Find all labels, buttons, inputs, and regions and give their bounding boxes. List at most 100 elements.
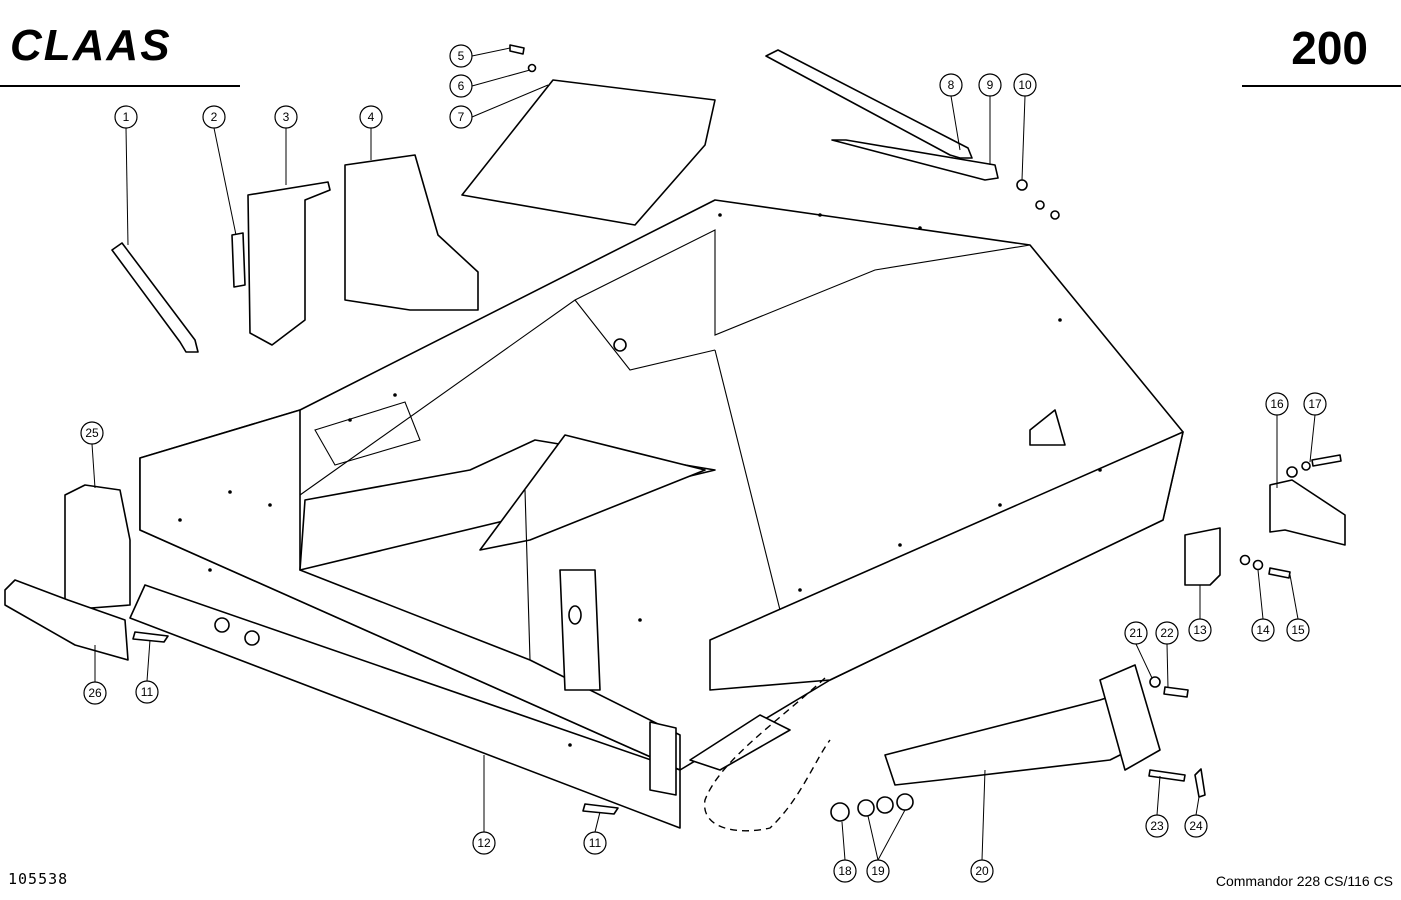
callout-6: 6 (449, 74, 473, 98)
part-9-strut (831, 139, 999, 181)
keyhole-slot (613, 338, 627, 352)
part-19-nut (896, 793, 914, 811)
callout-19: 19 (866, 859, 890, 883)
part-15-bolt (1268, 567, 1291, 579)
callout-8: 8 (939, 73, 963, 97)
svg-text:17: 17 (1308, 397, 1322, 411)
part-11-clip-left (132, 631, 169, 643)
part-26-bracket (4, 579, 129, 661)
callout-3: 3 (274, 105, 298, 129)
part-2-strip (231, 232, 246, 288)
callout-22: 22 (1155, 621, 1179, 645)
inner-middle-edge (574, 299, 716, 371)
part-25-cover (64, 484, 131, 611)
svg-text:19: 19 (871, 864, 885, 878)
part-1-strut (111, 242, 199, 353)
part-16-clamp (1269, 479, 1346, 546)
callout-4: 4 (359, 105, 383, 129)
corner-gusset (1029, 409, 1066, 446)
center-partition (524, 489, 681, 736)
part-8-strut (765, 49, 973, 159)
right-wall (709, 431, 1184, 691)
callout-15: 15 (1286, 618, 1310, 642)
front-wall (139, 409, 681, 771)
part-18-nut (830, 802, 850, 822)
svg-text:25: 25 (85, 426, 99, 440)
svg-text:7: 7 (458, 110, 465, 124)
callout-13: 13 (1188, 618, 1212, 642)
loose-parts (4, 44, 1346, 822)
part-11-clip-bottom (582, 803, 619, 815)
svg-text:11: 11 (589, 836, 602, 850)
callout-24: 24 (1184, 814, 1208, 838)
svg-text:11: 11 (141, 685, 154, 699)
part-10-nut (1050, 210, 1060, 220)
callout-18: 18 (833, 859, 857, 883)
part-17-bolt (1311, 454, 1342, 467)
svg-text:10: 10 (1018, 78, 1032, 92)
callout-9: 9 (978, 73, 1002, 97)
callout-10: 10 (1013, 73, 1037, 97)
brand-logo: CLAAS (10, 21, 172, 70)
callout-16: 16 (1265, 392, 1289, 416)
callout-20: 20 (970, 859, 994, 883)
svg-text:12: 12 (477, 836, 491, 850)
part-10-bolt (1016, 179, 1028, 191)
model-designation: Commandor 228 CS/116 CS (1216, 873, 1393, 889)
part-5-bolt (509, 44, 525, 55)
svg-text:18: 18 (838, 864, 852, 878)
part-13-clip (1184, 527, 1221, 586)
inspection-window (314, 401, 421, 466)
part-21-washer (1149, 676, 1161, 688)
svg-text:21: 21 (1129, 626, 1143, 640)
part-20-hinge-plate (1099, 664, 1161, 771)
page-number: 200 (1291, 22, 1368, 74)
svg-text:6: 6 (458, 79, 465, 93)
svg-text:5: 5 (458, 49, 465, 63)
mount-plate (559, 569, 601, 691)
part-4-panel (344, 154, 479, 311)
part-22-bolt (1163, 686, 1189, 698)
callout-1: 1 (114, 105, 138, 129)
drawing-number: 105538 (8, 870, 68, 888)
svg-text:16: 16 (1270, 397, 1284, 411)
svg-text:22: 22 (1160, 626, 1174, 640)
callout-2: 2 (202, 105, 226, 129)
callout-14: 14 (1251, 618, 1275, 642)
inner-top-edge (299, 229, 1031, 496)
part-19-washer-2 (876, 796, 894, 814)
lower-gusset (689, 714, 791, 771)
part-3-bracket (247, 181, 331, 346)
part-7-cover (461, 79, 716, 226)
svg-text:8: 8 (948, 78, 955, 92)
part-6-washer (527, 63, 537, 73)
rear-bracket (649, 721, 677, 796)
svg-text:24: 24 (1189, 819, 1203, 833)
part-17-washer (1301, 461, 1311, 471)
part-23-pin (1148, 769, 1186, 782)
bottom-rail (129, 584, 681, 829)
callout-26: 26 (83, 681, 107, 705)
callout-12: 12 (472, 831, 496, 855)
callout-23: 23 (1145, 814, 1169, 838)
hopper-frame (129, 199, 1184, 832)
part-17-nut (1286, 466, 1298, 478)
svg-text:14: 14 (1256, 623, 1270, 637)
callout-5: 5 (449, 44, 473, 68)
callout-25: 25 (80, 421, 104, 445)
plate-hole (568, 605, 582, 625)
svg-text:23: 23 (1150, 819, 1164, 833)
svg-text:2: 2 (211, 110, 218, 124)
part-14-nut (1239, 554, 1251, 566)
svg-text:3: 3 (283, 110, 290, 124)
part-24-cotter-pin (1194, 768, 1206, 798)
svg-text:26: 26 (88, 686, 102, 700)
svg-text:15: 15 (1291, 623, 1305, 637)
callout-21: 21 (1124, 621, 1148, 645)
rail-hole-1 (214, 617, 230, 633)
part-19-washer (857, 799, 875, 817)
callout-17: 17 (1303, 392, 1327, 416)
leader-lines (91, 47, 1316, 861)
